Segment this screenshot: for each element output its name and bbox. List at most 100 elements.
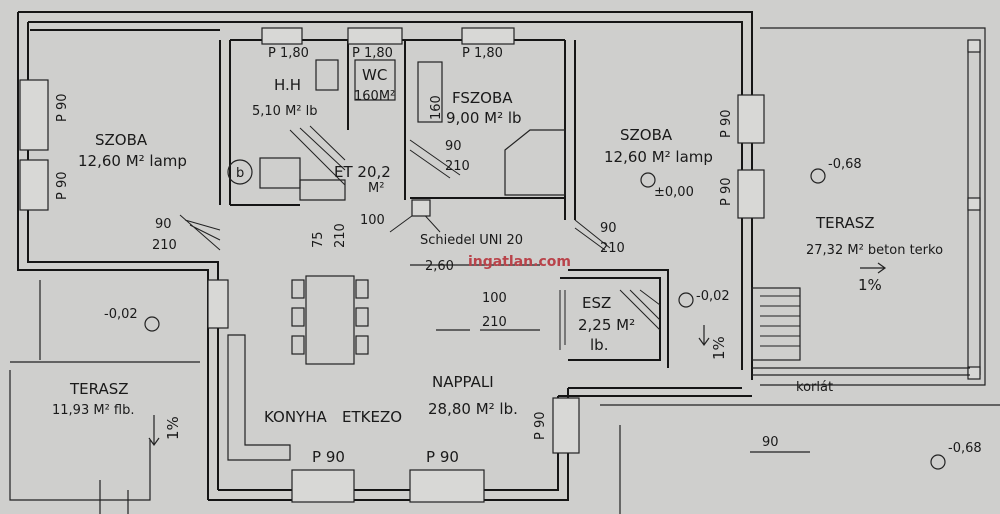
- level-label-3: -0,02: [104, 307, 138, 322]
- window-p180a: [261, 27, 303, 45]
- door1-width: 90: [155, 217, 172, 232]
- room-fszoba-area: 9,00 M² lb: [446, 109, 522, 127]
- windows: [19, 27, 765, 503]
- door-labels: 90 210 90 210 100 210 90 210 100 75 210: [152, 139, 625, 330]
- level-label-2: ±0,00: [654, 185, 694, 200]
- door5-height-rot: 210: [333, 223, 348, 248]
- chair-1: [291, 279, 305, 299]
- window-bottom-1: [291, 469, 355, 503]
- door5-label: 100: [360, 213, 385, 228]
- chair-4: [355, 279, 369, 299]
- room-szoba-right-area: 12,60 M² lamp: [604, 148, 713, 166]
- wardrobe: [417, 61, 443, 123]
- window-label-p180a: P 1,80: [268, 46, 309, 61]
- chair-5: [355, 307, 369, 327]
- room-fszoba-name: FSZOBA: [452, 89, 513, 107]
- stair-block: [299, 179, 346, 201]
- window-right-2: [737, 169, 765, 219]
- room-terasz-left-area: 11,93 M² flb.: [52, 403, 134, 418]
- room-nappali-name: NAPPALI: [432, 373, 494, 391]
- level-label-1: -0,68: [828, 157, 862, 172]
- room-terasz-left-name: TERASZ: [69, 380, 129, 398]
- door4-width: 90: [445, 139, 462, 154]
- dimension-label-90: 90: [762, 435, 779, 450]
- room-hh-area: 5,10 M² lb: [252, 104, 318, 119]
- door5-width-rot: 75: [311, 231, 326, 248]
- window-labels: P 1,80 P 1,80 P 1,80 P 90 P 90 P 90 P 90…: [55, 46, 734, 466]
- level-marker-1: [810, 168, 826, 184]
- washbasin: [227, 159, 253, 185]
- room-etkezo-name: ETKEZO: [342, 408, 402, 426]
- window-left-2: [19, 159, 49, 211]
- window-p180c: [461, 27, 515, 45]
- door3-width: 100: [482, 291, 507, 306]
- slope-labels: 1% 1% 1%: [164, 276, 882, 440]
- level-marker-4: [678, 292, 694, 308]
- terrace-right-outline: [751, 27, 986, 386]
- window-label-p180c: P 1,80: [462, 46, 503, 61]
- window-side: [552, 397, 580, 454]
- room-nappali-area: 28,80 M² lb.: [428, 400, 518, 418]
- level-marker-2: [640, 172, 656, 188]
- room-esz-extra: lb.: [590, 336, 608, 354]
- window-label-l2: P 90: [55, 171, 70, 200]
- fszoba-bed: [504, 129, 566, 196]
- window-terrace-door: [207, 279, 229, 329]
- chimney-label: Schiedel UNI 20: [420, 233, 523, 248]
- room-wc-name: WC: [362, 66, 387, 84]
- room-terasz-right-name: TERASZ: [815, 214, 875, 232]
- window-label-r2: P 90: [719, 177, 734, 206]
- level-marker-5: [930, 454, 946, 470]
- kitchen-counter: [227, 334, 291, 461]
- dining-table: [305, 275, 355, 365]
- level-label-4: -0,02: [696, 289, 730, 304]
- room-szoba-left-area: 12,60 M² lamp: [78, 152, 187, 170]
- room-konyha-name: KONYHA: [264, 408, 327, 426]
- window-label-v160: 160: [429, 95, 444, 120]
- terrace-left-outline: [9, 280, 200, 514]
- window-label-p180b: P 1,80: [352, 46, 393, 61]
- chair-2: [291, 307, 305, 327]
- sink-mark: b: [236, 166, 244, 181]
- room-wc-area: 160M²: [354, 89, 395, 104]
- door4-height: 210: [445, 159, 470, 174]
- room-terasz-right-area: 27,32 M² beton terko: [806, 243, 943, 258]
- level-marker-3: [144, 316, 160, 332]
- chimney-box: [411, 199, 431, 217]
- room-et-unit: M²: [368, 181, 384, 196]
- room-szoba-right-name: SZOBA: [620, 126, 673, 144]
- railing-label: korlát: [796, 380, 833, 395]
- window-p180b: [347, 27, 403, 45]
- window-label-l1: P 90: [55, 93, 70, 122]
- dimension-label-ab: 2,60: [425, 259, 454, 274]
- wc-fixture: [354, 59, 396, 101]
- window-label-side: P 90: [533, 411, 548, 440]
- slope-label-2: 1%: [164, 416, 182, 440]
- level-labels: -0,68 ±0,00 -0,02 -0,02 -0,68: [104, 157, 982, 456]
- fixtures: [227, 59, 566, 461]
- watermark: ingatlan.com: [468, 254, 571, 270]
- dimension-lines: [410, 264, 810, 453]
- window-right-1: [737, 94, 765, 144]
- room-esz-name: ESZ: [582, 294, 611, 312]
- door2-height: 210: [600, 241, 625, 256]
- room-et-name: ET 20,2: [334, 163, 391, 181]
- level-label-5: -0,68: [948, 441, 982, 456]
- bath-cabinet: [259, 157, 301, 189]
- window-label-b2: P 90: [426, 448, 459, 466]
- misc-labels: Schiedel UNI 20 2,60 korlát 90 b: [236, 166, 833, 450]
- window-left-1: [19, 79, 49, 151]
- door1-height: 210: [152, 238, 177, 253]
- room-hh-name: H.H: [274, 76, 301, 94]
- door3-height: 210: [482, 315, 507, 330]
- door2-width: 90: [600, 221, 617, 236]
- slope-label-3: 1%: [710, 336, 728, 360]
- window-bottom-2: [409, 469, 485, 503]
- room-esz-area: 2,25 M²: [578, 316, 635, 334]
- bathtub-tap: [315, 59, 339, 91]
- room-szoba-left-name: SZOBA: [95, 131, 148, 149]
- chair-6: [355, 335, 369, 355]
- slope-label-1: 1%: [858, 276, 882, 294]
